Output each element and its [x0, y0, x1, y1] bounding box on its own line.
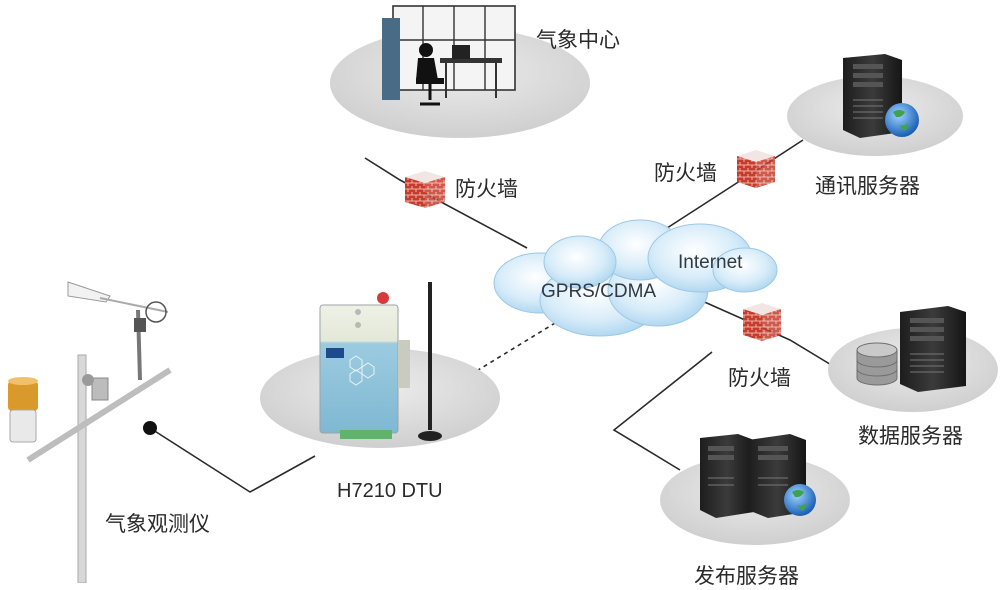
data-server-icon — [856, 306, 966, 392]
weather-station-icon — [8, 281, 172, 583]
firewall-icon-3 — [743, 303, 781, 341]
line-publish-to-cloud — [612, 351, 713, 471]
label-comm-server: 通讯服务器 — [815, 175, 920, 198]
label-firewall-2: 防火墙 — [654, 162, 717, 185]
publish-server-icon — [700, 434, 816, 518]
label-internet: Internet — [678, 252, 743, 273]
label-firewall-3: 防火墙 — [728, 367, 791, 390]
dtu-device-icon — [319, 282, 442, 441]
label-weather-center: 气象中心 — [536, 29, 620, 52]
database-icon — [856, 342, 898, 386]
label-gprs-cdma: GPRS/CDMA — [541, 281, 657, 302]
line-center-to-cloud — [364, 157, 528, 249]
label-dtu: H7210 DTU — [337, 480, 443, 502]
internet-cloud — [493, 219, 778, 337]
line-data-to-cloud — [699, 299, 834, 367]
comm-server-icon — [843, 54, 919, 138]
label-publish-server: 发布服务器 — [694, 565, 799, 588]
line-station-to-dtu — [149, 427, 316, 493]
label-weather-station: 气象观测仪 — [105, 513, 210, 536]
weather-center-icon — [382, 5, 516, 106]
line-dtu-to-cloud-dashed — [469, 319, 561, 376]
label-firewall-1: 防火墙 — [455, 178, 518, 201]
connection-lines — [149, 139, 834, 493]
label-data-server: 数据服务器 — [858, 425, 963, 448]
firewall-icon-1 — [405, 171, 445, 208]
firewall-icon-2 — [737, 150, 775, 188]
